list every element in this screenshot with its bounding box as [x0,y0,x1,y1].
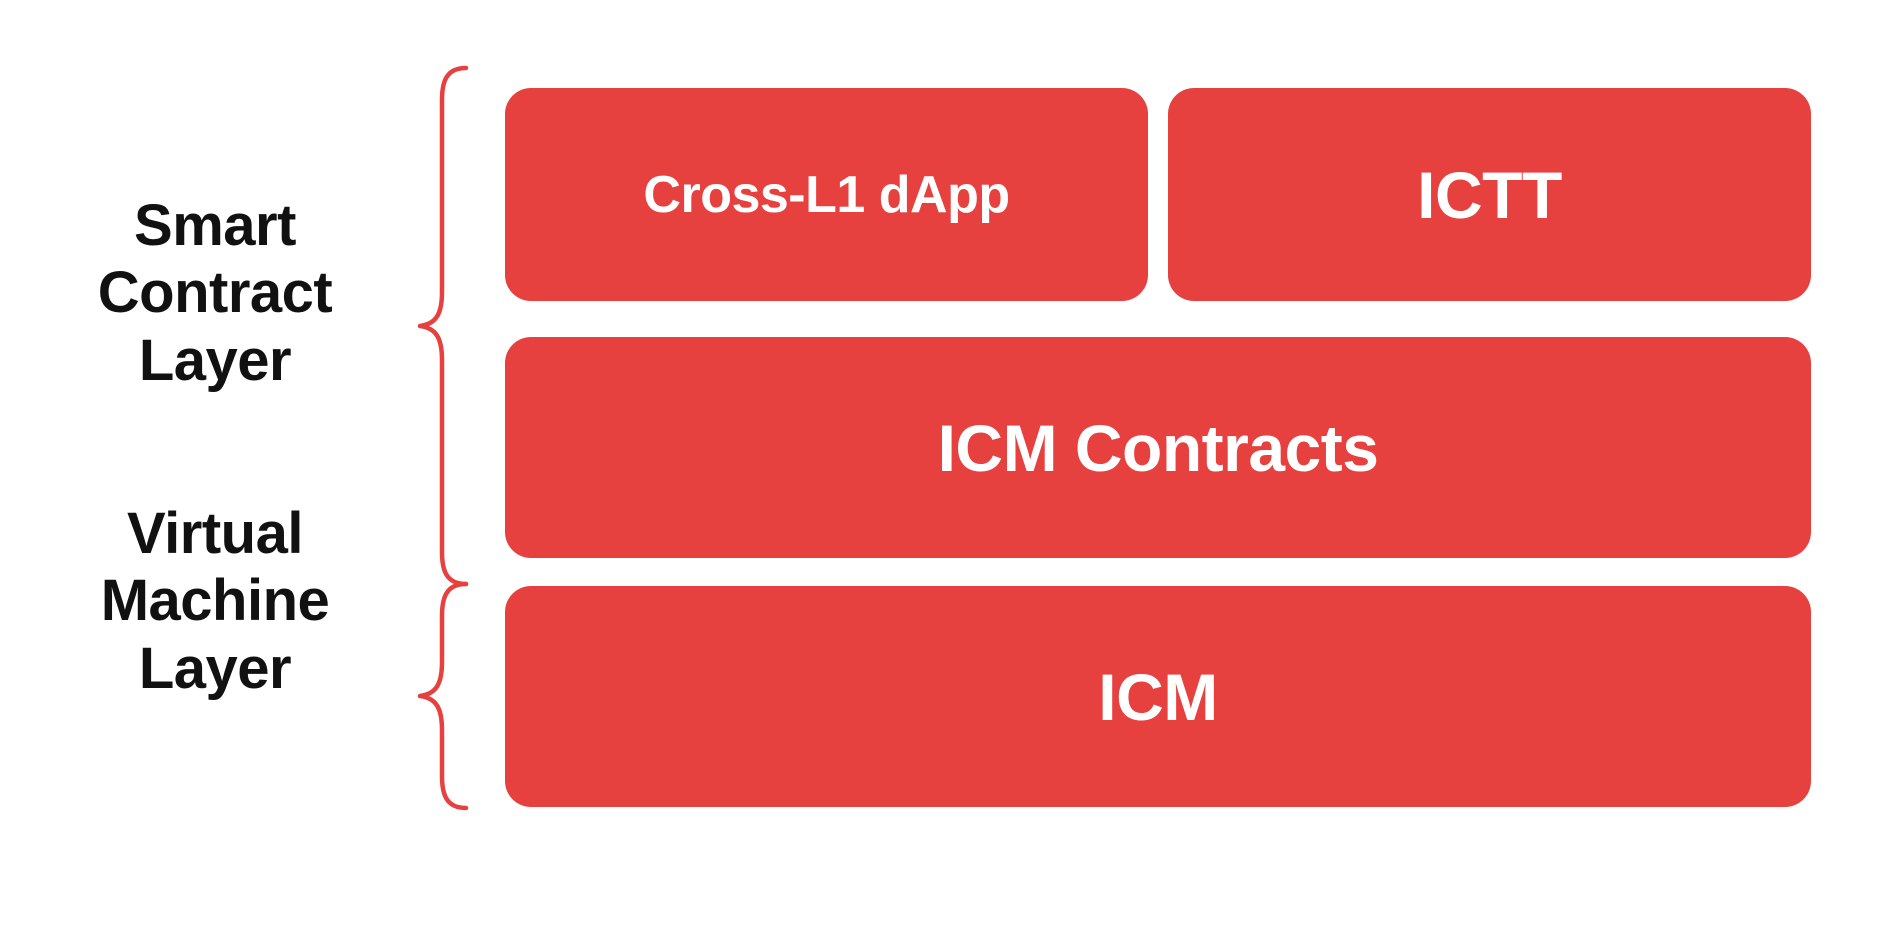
box-label-cross-l1-dapp: Cross-L1 dApp [643,165,1010,224]
box-label-icm-contracts: ICM Contracts [937,410,1379,485]
brace-virtual-machine-icon [417,581,469,811]
layer-label-smart-contract: Smart Contract Layer [97,193,333,393]
box-icm[interactable]: ICM [505,586,1811,807]
box-ictt[interactable]: ICTT [1168,88,1811,301]
box-cross-l1-dapp[interactable]: Cross-L1 dApp [505,88,1148,301]
layer-label-virtual-machine: Virtual Machine Layer [100,501,330,701]
brace-smart-contract-icon [417,65,469,587]
box-label-icm: ICM [1098,659,1218,734]
box-label-ictt: ICTT [1417,157,1562,232]
box-icm-contracts[interactable]: ICM Contracts [505,337,1811,558]
